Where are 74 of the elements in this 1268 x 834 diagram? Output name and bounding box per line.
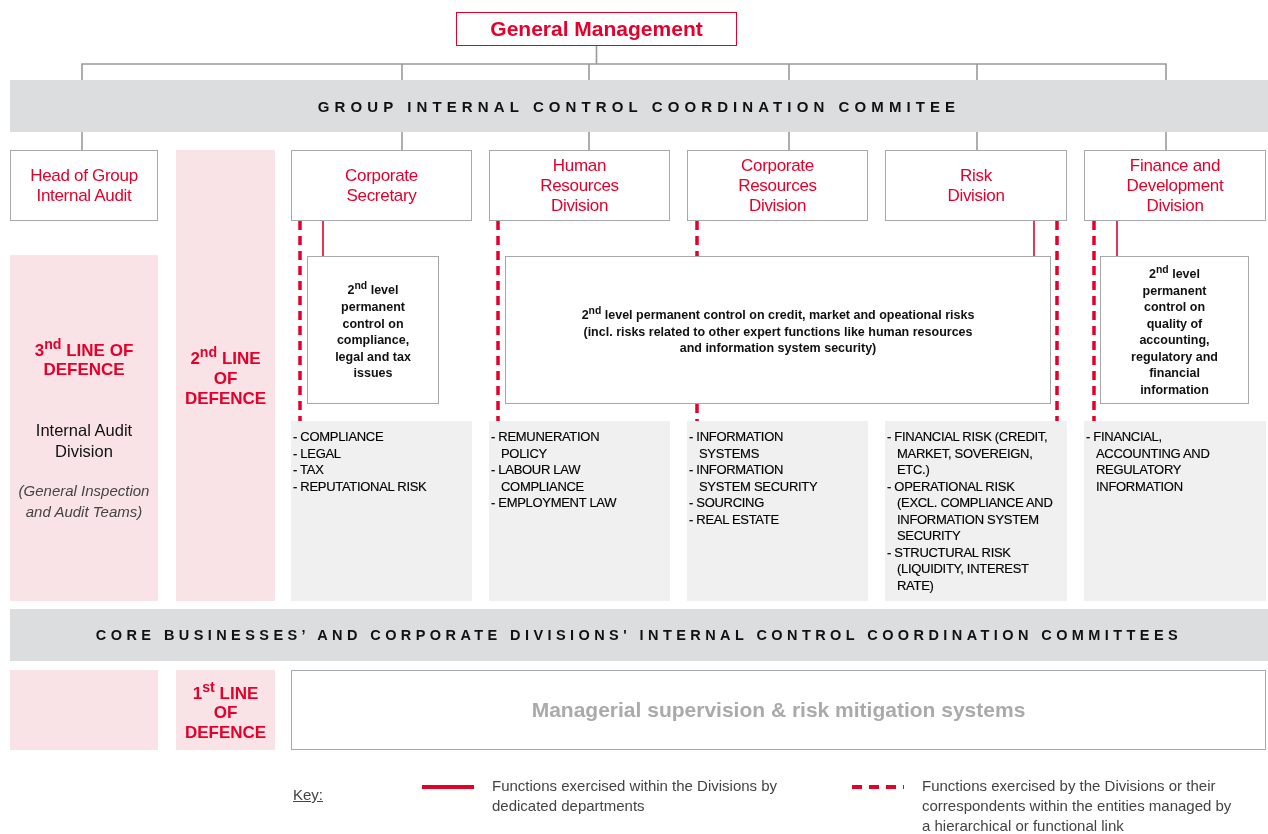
- committee-band: [10, 80, 1268, 132]
- function-list-panel: [489, 421, 670, 601]
- function-item: - REAL ESTATE: [689, 511, 779, 528]
- connector-line: [401, 131, 403, 151]
- division-name: Risk Division: [946, 165, 1006, 206]
- function-item: - SOURCING: [689, 495, 765, 512]
- connector-line: [81, 131, 83, 151]
- supervision-text: Managerial supervision & risk mitigation systems: [531, 698, 1026, 722]
- function-item: - FINANCIAL, ACCOUNTING AND REGULATORY INFORMATION: [1086, 429, 1211, 495]
- control-box: [505, 256, 1051, 404]
- connector-line: [588, 131, 590, 151]
- function-item: - LABOUR LAW COMPLIANCE: [491, 462, 585, 495]
- dashed-connector: [1055, 221, 1059, 421]
- function-list-panel: [687, 421, 868, 601]
- defence-line-panel: [176, 150, 275, 601]
- connector-line: [788, 131, 790, 151]
- defence-line-panel: [10, 255, 158, 601]
- function-item: - REMUNERATION POLICY: [491, 429, 601, 462]
- function-item: - COMPLIANCE: [293, 429, 385, 446]
- division-box: [1084, 150, 1266, 221]
- legend-text: Functions exercised within the Divisions by dedicated departments: [492, 776, 779, 816]
- dashed-connector: [298, 221, 302, 421]
- control-box: [1100, 256, 1249, 404]
- control-description: 2$^{nd}$ level permanent control on quality of accounting, regulatory and financial information: [1130, 262, 1219, 399]
- division-box: [489, 150, 670, 221]
- defence-line-text: 3$^{nd}$ LINE OF DEFENCE: [33, 334, 135, 381]
- function-item: - INFORMATION SYSTEM SECURITY: [689, 462, 819, 495]
- supervision-box: [291, 670, 1266, 750]
- defence-line-text: Internal Audit Division: [34, 420, 134, 463]
- division-box: [885, 150, 1067, 221]
- connector-line: [81, 45, 1167, 81]
- function-item: - TAX: [293, 462, 325, 479]
- defence-line-text: 2$^{nd}$ LINE OF DEFENCE: [184, 343, 267, 409]
- division-name: Corporate Resources Division: [737, 155, 818, 216]
- connector-line: [976, 131, 978, 151]
- key-heading: Key:: [293, 786, 323, 803]
- function-item: - INFORMATION SYSTEMS: [689, 429, 785, 462]
- dashed-connector: [695, 221, 699, 256]
- function-item: - STRUCTURAL RISK (LIQUIDITY, INTEREST RATE): [887, 544, 1030, 594]
- division-box: [687, 150, 868, 221]
- function-item: - REPUTATIONAL RISK: [293, 478, 427, 495]
- defence-line-text: 1$^{st}$ LINE OF DEFENCE: [184, 677, 267, 744]
- title-box: [456, 12, 737, 46]
- dashed-connector: [695, 404, 699, 421]
- division-name: Head of Group Internal Audit: [29, 165, 139, 206]
- title-text: General Management: [490, 17, 703, 41]
- committee-title: CORE BUSINESSES’ AND CORPORATE DIVISIONS' INTERNAL CONTROL COORDINATION COMMITTEES: [95, 627, 1183, 643]
- function-item: - OPERATIONAL RISK (EXCL. COMPLIANCE AND INFORMATION SYSTEM SECURITY: [887, 478, 1054, 545]
- function-list-panel: [291, 421, 472, 601]
- function-item: - FINANCIAL RISK (CREDIT, MARKET, SOVEREIGN, ETC.): [887, 429, 1049, 479]
- connector-line: [1165, 131, 1167, 151]
- function-item: - EMPLOYMENT LAW: [491, 495, 617, 512]
- function-list-panel: [885, 421, 1067, 601]
- legend-text: Functions exercised by the Divisions or their correspondents within the entities managed by a hierarchical or functional link: [922, 776, 1233, 834]
- division-box: [291, 150, 472, 221]
- defence-line-text: (General Inspection and Audit Teams): [17, 481, 151, 523]
- connector-line: [322, 220, 324, 257]
- connector-line: [1033, 220, 1035, 257]
- function-item: - LEGAL: [293, 445, 342, 462]
- control-description: 2$^{nd}$ level permanent control on compliance, legal and tax issues: [334, 279, 412, 382]
- division-name: Corporate Secretary: [344, 165, 419, 206]
- connector-line: [1116, 220, 1118, 257]
- dashed-connector: [496, 221, 500, 421]
- function-list-panel: [1084, 421, 1266, 601]
- committee-title: GROUP INTERNAL CONTROL COORDINATION COMMITEE: [317, 97, 961, 115]
- division-box: [10, 150, 158, 221]
- division-name: Human Resources Division: [539, 155, 620, 216]
- control-box: [307, 256, 439, 404]
- division-name: Finance and Development Division: [1125, 155, 1225, 216]
- control-description: 2$^{nd}$ level permanent control on credit, market and opeational risks (incl. risks related to other expert functions like human resources and information system security): [580, 304, 976, 357]
- dashed-connector: [1092, 221, 1096, 421]
- defence-line-panel: [176, 670, 275, 750]
- defence-line-panel: [10, 670, 158, 750]
- committee-band: [10, 609, 1268, 661]
